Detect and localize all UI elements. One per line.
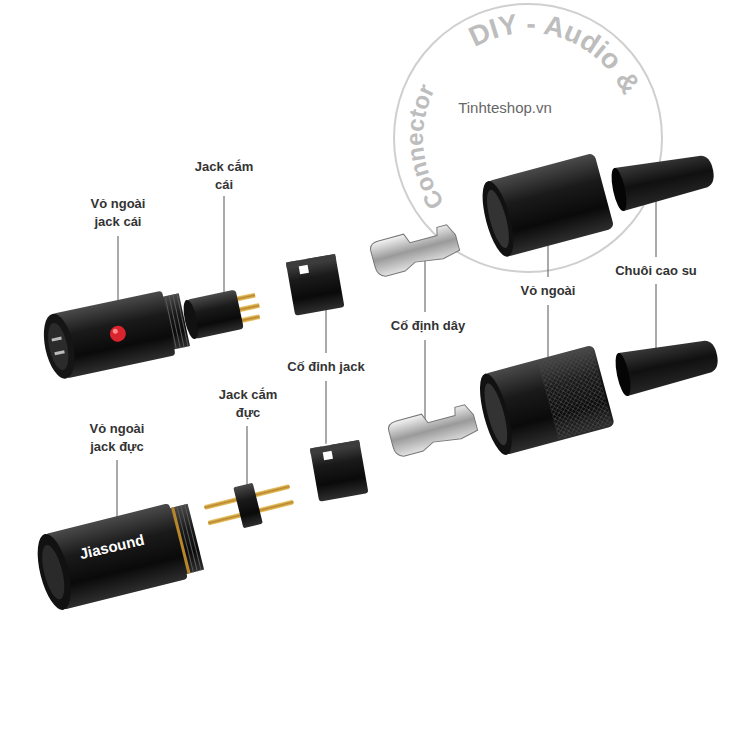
rubber-boot bbox=[609, 148, 718, 212]
shape-detail bbox=[117, 460, 118, 520]
shape-detail bbox=[482, 188, 513, 250]
watermark-circle bbox=[394, 4, 662, 272]
part-label: Cố đỉnh jack bbox=[287, 358, 364, 376]
shape-detail bbox=[369, 221, 461, 278]
part-label: Vỏ ngoài bbox=[521, 282, 576, 300]
shape-detail bbox=[235, 293, 256, 302]
shape-detail bbox=[54, 350, 64, 355]
watermark-arc: Connector bbox=[401, 80, 449, 215]
part-label: Vỏ ngoài jack cái bbox=[82, 195, 154, 230]
female-insert bbox=[181, 285, 264, 340]
part-label: Jack cắm đực bbox=[212, 386, 284, 421]
jack-fixer bbox=[310, 438, 369, 502]
part-label: Vỏ ngoài jack đực bbox=[81, 420, 153, 455]
leader-lines bbox=[117, 196, 656, 520]
part-label: Jack cắm cái bbox=[188, 158, 260, 193]
outer-sleeve bbox=[476, 153, 614, 260]
shape-detail bbox=[286, 254, 345, 316]
watermark-arc: DIY - Audio & bbox=[464, 8, 646, 99]
watermark-site: Tinhteshop.vn bbox=[458, 98, 552, 118]
shape-detail bbox=[615, 333, 721, 397]
watermark-text: Connector bbox=[401, 80, 449, 215]
shape-detail bbox=[286, 254, 336, 269]
shape-detail bbox=[233, 483, 263, 529]
shape-detail bbox=[613, 352, 634, 398]
shape-detail bbox=[44, 321, 72, 372]
shape-detail bbox=[310, 440, 360, 455]
male-shell bbox=[31, 499, 205, 613]
male-pins bbox=[201, 474, 297, 536]
shape-detail bbox=[480, 381, 512, 447]
shape-detail bbox=[38, 543, 69, 602]
shape-detail bbox=[310, 440, 369, 502]
shape-detail bbox=[237, 303, 260, 312]
outer-sleeve bbox=[473, 345, 615, 458]
rubber-boot bbox=[613, 333, 722, 397]
shape-detail bbox=[656, 200, 657, 257]
shape-detail bbox=[611, 148, 717, 212]
shape-detail bbox=[39, 311, 80, 381]
jack-fixer bbox=[286, 252, 345, 316]
female-shell bbox=[39, 287, 192, 381]
shape-detail bbox=[476, 178, 519, 260]
shape-detail bbox=[387, 401, 479, 458]
shape-detail bbox=[51, 337, 61, 342]
shape-detail bbox=[609, 167, 630, 213]
shape-detail bbox=[108, 324, 127, 343]
shape-detail bbox=[224, 196, 225, 292]
part-label: Chuôi cao su bbox=[615, 262, 697, 280]
shape-detail bbox=[181, 299, 201, 341]
shape-detail bbox=[31, 531, 77, 613]
wire-clamp bbox=[387, 401, 479, 458]
part-label: Cố định dây bbox=[391, 317, 465, 335]
shape-detail bbox=[425, 340, 426, 420]
shape-detail bbox=[473, 371, 518, 458]
shape-detail bbox=[656, 284, 657, 350]
wire-clamp bbox=[369, 221, 461, 278]
shape-detail bbox=[240, 314, 261, 323]
watermark-text: DIY - Audio & bbox=[464, 8, 646, 99]
shape-detail bbox=[538, 347, 613, 439]
shape-detail bbox=[112, 328, 118, 334]
